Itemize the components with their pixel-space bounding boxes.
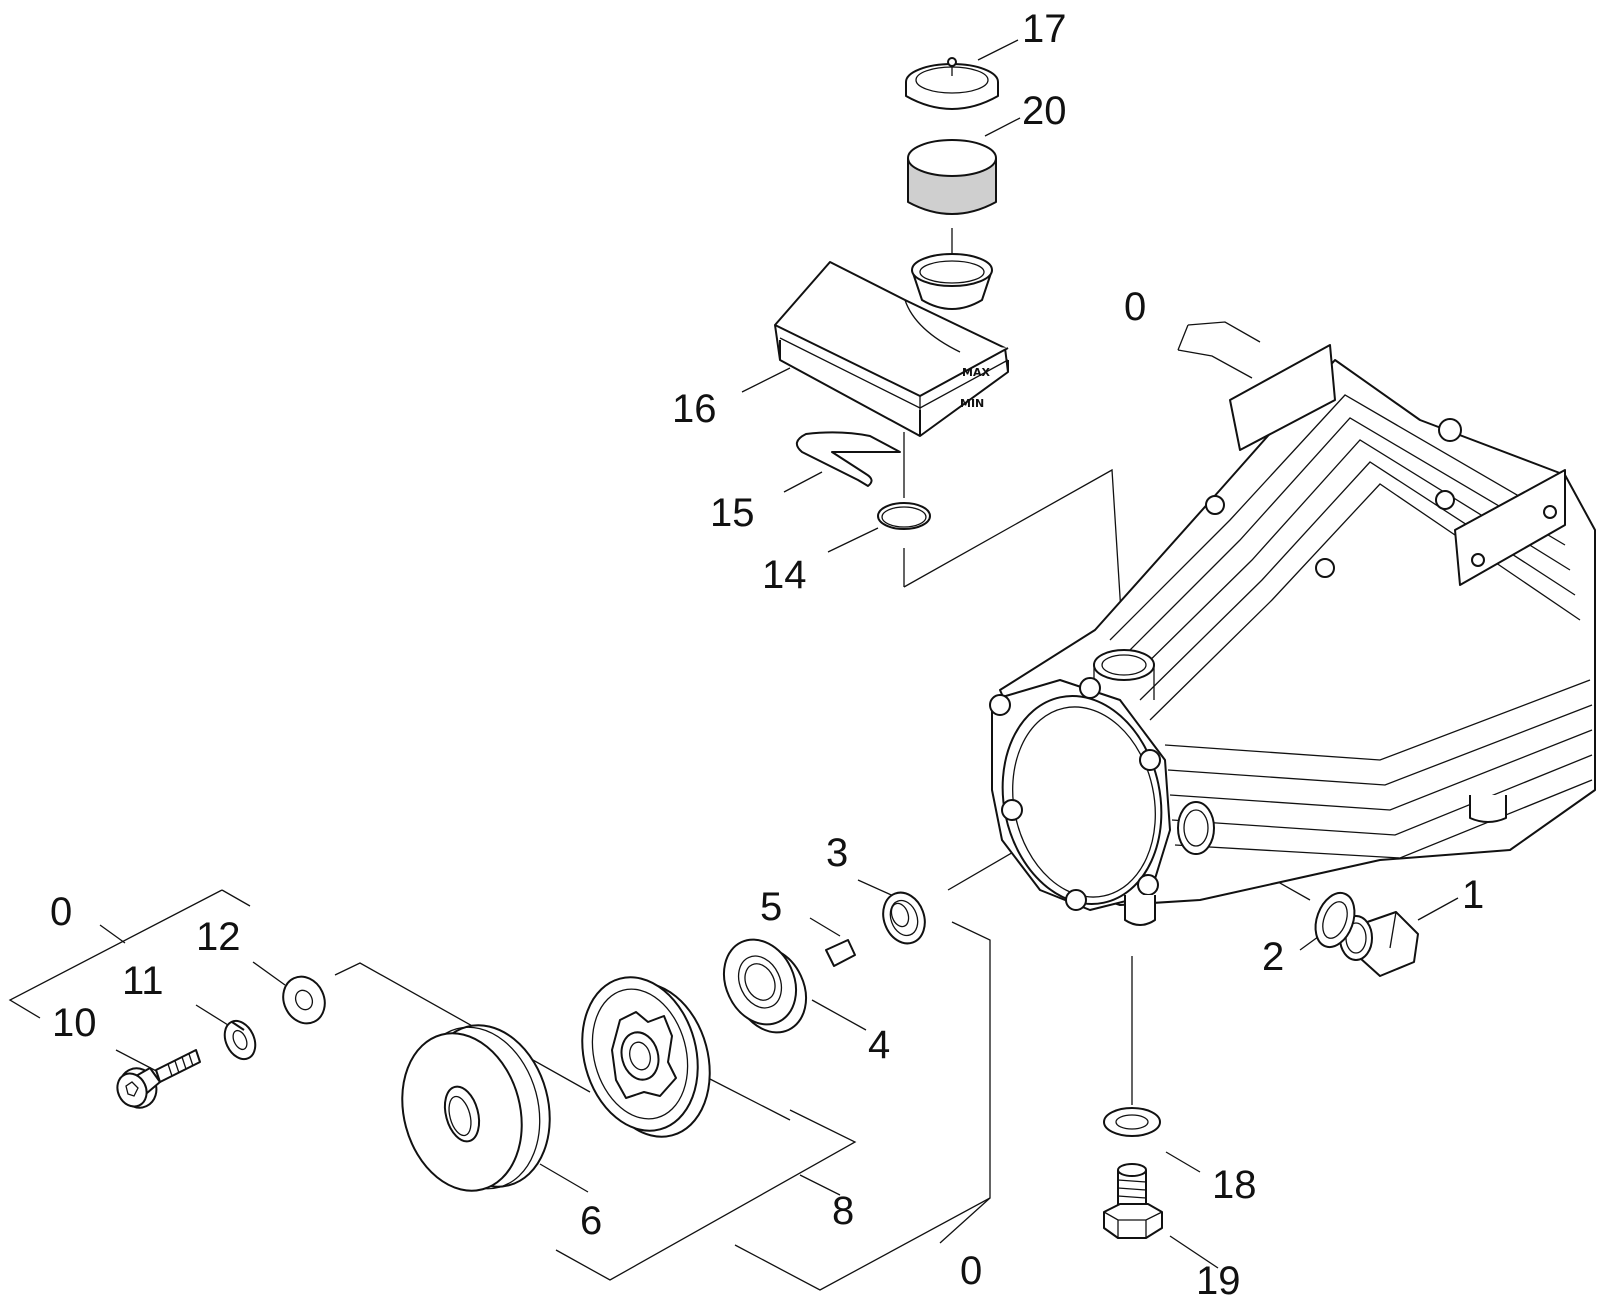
callout-8: 8 (832, 1189, 854, 1233)
min-mark: MIN (960, 397, 984, 410)
pump-housing (989, 344, 1596, 926)
callout-14: 14 (762, 553, 807, 597)
callout-4: 4 (868, 1023, 890, 1067)
part-5-feather-key (825, 939, 856, 967)
part-19-drain-screw (1103, 1163, 1163, 1239)
housing-cooling-fins (1109, 394, 1593, 859)
part-6-pulley (401, 1024, 551, 1192)
callout-0-bottom: 0 (960, 1249, 982, 1293)
callout-17: 17 (1022, 7, 1067, 51)
callout-0-top: 0 (1124, 285, 1146, 329)
callout-2: 2 (1262, 935, 1284, 979)
part-10-cap-screw (116, 1049, 201, 1109)
part-17-reservoir-cap (905, 57, 999, 110)
part-14-o-ring (877, 502, 931, 530)
callout-15: 15 (710, 491, 755, 535)
part-15-gasket (795, 431, 901, 487)
callout-labels: 17 20 0 16 15 14 1 2 3 5 4 18 19 6 8 0 0… (50, 7, 1484, 1303)
callout-11: 11 (122, 959, 164, 1003)
callout-10: 10 (52, 1001, 97, 1045)
callout-16: 16 (672, 387, 717, 431)
callout-20: 20 (1022, 89, 1067, 133)
callout-3: 3 (826, 831, 848, 875)
part-8-drive-disc (581, 976, 711, 1138)
callout-6: 6 (580, 1199, 602, 1243)
part-4-ball-bearing (723, 938, 807, 1034)
part-18-sealing-washer (1103, 1107, 1161, 1137)
callout-19: 19 (1196, 1259, 1241, 1303)
callout-5: 5 (760, 885, 782, 929)
callout-1: 1 (1462, 873, 1484, 917)
part-16-oil-reservoir: MAX MIN (774, 253, 1009, 437)
part-2-sealing-washer (1314, 891, 1356, 949)
part-3-shaft-seal (882, 891, 926, 945)
part-12-washer (282, 975, 326, 1025)
callout-18: 18 (1212, 1163, 1257, 1207)
part-20-filter (907, 139, 997, 215)
callout-0-left: 0 (50, 890, 72, 934)
max-mark: MAX (962, 366, 990, 379)
callout-12: 12 (196, 915, 241, 959)
part-11-spring-washer (223, 1019, 257, 1061)
